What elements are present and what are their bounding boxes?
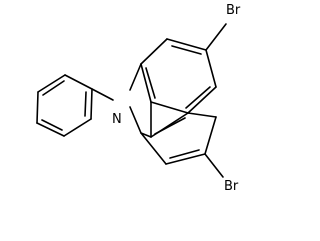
- bond: [140, 38, 168, 65]
- nitrogen-label: N: [112, 112, 122, 127]
- bond: [204, 116, 217, 155]
- bond: [187, 112, 217, 118]
- five-membered-ring: [129, 101, 152, 138]
- bond: [129, 106, 142, 134]
- bond: [140, 63, 152, 103]
- bond: [129, 63, 142, 91]
- double-bond-inner: [169, 149, 200, 159]
- bond: [63, 118, 92, 137]
- double-bond-inner: [145, 67, 156, 99]
- phenyl-ring: [36, 74, 93, 137]
- bond: [187, 86, 217, 114]
- double-bond-inner: [154, 117, 186, 135]
- bond: [205, 49, 217, 88]
- bond: [36, 122, 65, 137]
- c-br-bond: [204, 153, 224, 178]
- bond: [36, 91, 39, 124]
- bond: [37, 74, 66, 93]
- bond: [64, 74, 93, 90]
- bond: [140, 132, 152, 138]
- bond: [150, 101, 189, 114]
- n-phenyl-bond: [91, 88, 114, 101]
- lower-bromine-bond: [204, 153, 224, 178]
- bond: [166, 38, 207, 51]
- double-bond-inner: [42, 80, 65, 96]
- bromine-bottom-label: Br: [224, 179, 239, 194]
- bromine-top-label: Br: [226, 3, 241, 18]
- chemical-structure-diagram: N Br Br: [36, 3, 241, 194]
- double-bond-inner: [171, 45, 202, 55]
- bond: [140, 132, 167, 165]
- lower-benzo-ring: [140, 112, 217, 165]
- double-bond-inner: [41, 119, 63, 131]
- upper-bromine-bond: [205, 23, 227, 51]
- double-bond-inner: [84, 91, 87, 117]
- upper-benzo-ring: [129, 38, 217, 114]
- c-br-bond: [205, 23, 227, 51]
- bond: [165, 153, 206, 165]
- bond: [90, 88, 93, 120]
- double-bond-inner: [185, 86, 211, 109]
